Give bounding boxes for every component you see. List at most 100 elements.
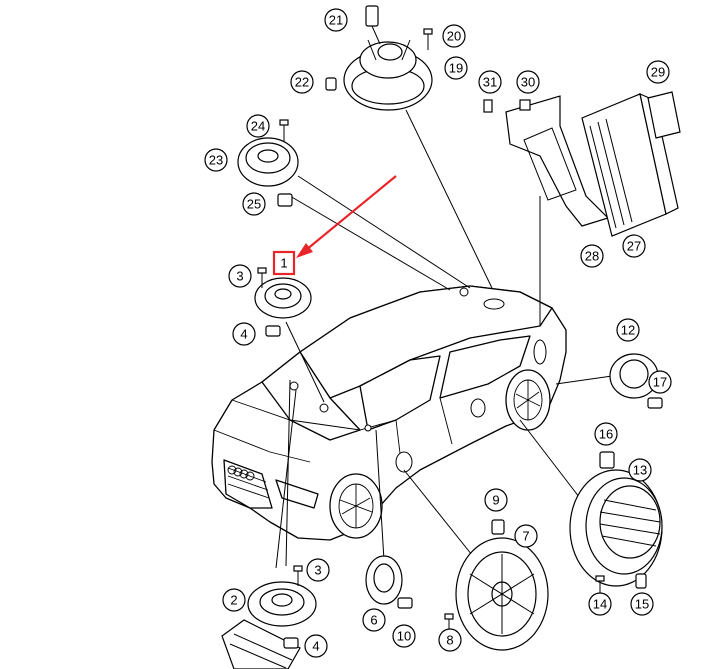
label-text-3a: 3 <box>236 269 243 284</box>
label-text-9: 9 <box>492 493 499 508</box>
label-circle-19 <box>444 56 468 80</box>
rear-wheel <box>505 369 551 431</box>
label-text-20: 20 <box>447 29 461 44</box>
label-text-28: 28 <box>585 249 599 264</box>
label-circle-12 <box>616 318 640 342</box>
label-circle-27 <box>622 234 646 258</box>
label-circle-9 <box>484 488 508 512</box>
label-9: 9 <box>484 488 508 512</box>
label-24: 24 <box>246 114 270 138</box>
label-text-25: 25 <box>247 197 261 212</box>
label-10: 10 <box>392 624 416 648</box>
label-22: 22 <box>290 70 314 94</box>
label-circle-21 <box>324 8 348 32</box>
label-circle-25 <box>242 192 266 216</box>
label-3b: 3 <box>306 558 330 582</box>
label-4a: 4 <box>232 322 256 346</box>
label-text-15: 15 <box>635 597 649 612</box>
label-circle-6 <box>362 608 386 632</box>
label-text-24: 24 <box>251 119 265 134</box>
audi-logo <box>227 465 255 481</box>
label-circle-7 <box>514 524 538 548</box>
label-circle-16 <box>594 422 618 446</box>
label-13: 13 <box>628 458 652 482</box>
highlight-arrow <box>272 175 397 276</box>
label-15: 15 <box>630 592 654 616</box>
label-text-27: 27 <box>627 239 641 254</box>
connector-16 <box>599 451 615 469</box>
label-14: 14 <box>588 592 612 616</box>
clip-15 <box>635 573 647 589</box>
woofer-7 <box>455 537 549 651</box>
label-25: 25 <box>242 192 266 216</box>
amplifier-27 <box>581 92 679 237</box>
label-text-29: 29 <box>651 65 665 80</box>
label-circle-23 <box>204 148 228 172</box>
label-text-22: 22 <box>295 75 309 90</box>
label-text-6: 6 <box>370 613 377 628</box>
grille-panel <box>221 619 301 669</box>
label-text-21: 21 <box>329 13 343 28</box>
label-circle-15 <box>630 592 654 616</box>
label-text-31: 31 <box>483 75 497 90</box>
label-text-13: 13 <box>633 463 647 478</box>
headlight <box>275 479 319 509</box>
tweeter-1 <box>254 277 312 319</box>
label-8: 8 <box>438 628 462 652</box>
label-text-3b: 3 <box>314 563 321 578</box>
grille <box>223 459 273 509</box>
label-29: 29 <box>646 60 670 84</box>
label-2: 2 <box>222 588 246 612</box>
leader-lines <box>275 109 613 569</box>
label-text-17: 17 <box>653 375 667 390</box>
label-23: 23 <box>204 148 228 172</box>
label-circle-24 <box>246 114 270 138</box>
label-7: 7 <box>514 524 538 548</box>
label-circle-4b <box>304 634 328 658</box>
label-text-1: 1 <box>280 256 287 271</box>
speaker-23 <box>237 137 299 187</box>
nut-30 <box>519 99 531 111</box>
bolt-31 <box>483 99 493 113</box>
label-text-23: 23 <box>209 153 223 168</box>
connector-22 <box>325 77 337 91</box>
label-circle-30 <box>516 70 540 94</box>
label-circle-28 <box>580 244 604 268</box>
label-31: 31 <box>478 70 502 94</box>
label-4b: 4 <box>304 634 328 658</box>
tweeter-2 <box>247 581 317 627</box>
screw-3-bottom <box>293 565 303 586</box>
label-text-2: 2 <box>230 593 237 608</box>
label-circle-17 <box>648 370 672 394</box>
speaker-6 <box>365 555 403 605</box>
connector-10 <box>397 597 413 609</box>
label-text-30: 30 <box>521 75 535 90</box>
connector-4-bottom <box>283 637 299 649</box>
label-text-10: 10 <box>397 629 411 644</box>
label-1: 1 <box>280 256 287 271</box>
label-12: 12 <box>616 318 640 342</box>
label-circle-14 <box>588 592 612 616</box>
bracket-28 <box>505 95 610 227</box>
subwoofer-13 <box>569 469 663 587</box>
label-circle-10 <box>392 624 416 648</box>
label-circle-8 <box>438 628 462 652</box>
screw-3-top <box>257 267 267 288</box>
label-21: 21 <box>324 8 348 32</box>
label-text-7: 7 <box>522 529 529 544</box>
front-wheel <box>329 473 383 539</box>
label-27: 27 <box>622 234 646 258</box>
label-text-4b: 4 <box>312 639 319 654</box>
connector-9 <box>491 519 505 535</box>
clip-21 <box>365 5 381 45</box>
label-circle-20 <box>442 24 466 48</box>
label-circle-4a <box>232 322 256 346</box>
label-circle-3b <box>306 558 330 582</box>
label-text-16: 16 <box>599 427 613 442</box>
label-20: 20 <box>442 24 466 48</box>
label-3a: 3 <box>228 264 252 288</box>
label-28: 28 <box>580 244 604 268</box>
screw-14 <box>595 575 605 594</box>
